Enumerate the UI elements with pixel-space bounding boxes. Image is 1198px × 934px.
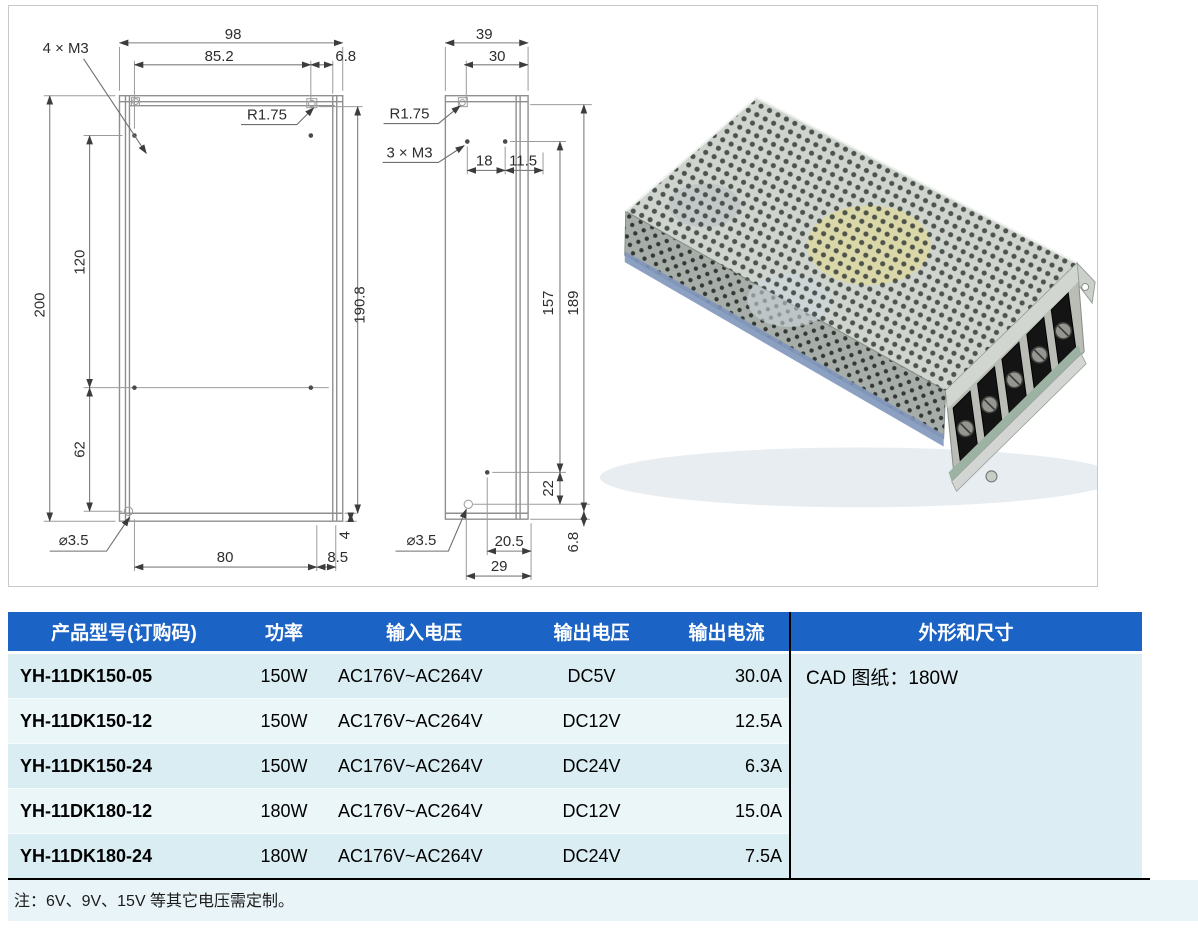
dim-30: 30 (489, 48, 506, 65)
label-r175: R1.75 (390, 106, 430, 123)
mount-hole (308, 133, 314, 138)
cell-model: YH-11DK150-12 (20, 710, 153, 731)
cell-output-current: 15.0A (734, 800, 782, 821)
label-4xm3: 4 × M3 (43, 40, 89, 57)
dia-hole (463, 499, 473, 509)
cell-input: AC176V~AC264V (338, 845, 483, 866)
base-screw (985, 470, 998, 483)
label-3xm3: 3 × M3 (386, 144, 432, 161)
cell-model: YH-11DK180-12 (20, 800, 153, 821)
column-divider-line (789, 612, 791, 878)
cell-output-current: 7.5A (744, 845, 782, 866)
cell-output-voltage: DC12V (562, 710, 621, 731)
cell-output-voltage: DC24V (562, 755, 621, 776)
dim-22: 22 (540, 480, 557, 497)
radius-hole (458, 99, 466, 107)
mounting-ear (1076, 261, 1096, 305)
label-r175: R1.75 (247, 107, 287, 124)
drawing-svg: 98 85.2 6.8 4 × M3 R1.75 200 120 62 190.… (32, 26, 1097, 581)
mount-hole (502, 139, 508, 144)
cell-output-voltage: DC5V (567, 665, 616, 686)
cell-input: AC176V~AC264V (338, 800, 483, 821)
psu-end-flange (945, 263, 1080, 409)
dim-62: 62 (72, 441, 89, 458)
mount-hole (484, 470, 490, 475)
mount-hole (465, 139, 470, 144)
mount-hole (132, 385, 137, 390)
dim-98: 98 (225, 26, 242, 43)
cell-power: 180W (260, 800, 308, 821)
header-model: 产品型号(订购码) (51, 623, 197, 644)
cad-note-text: CAD 图纸：180W (806, 668, 959, 689)
cell-power: 150W (260, 665, 308, 686)
front-view-drawing: 98 85.2 6.8 4 × M3 R1.75 200 120 62 190.… (32, 26, 369, 572)
header-gap (8, 651, 1142, 654)
label-dia-3-5: ⌀3.5 (59, 532, 89, 549)
product-photo (599, 96, 1097, 508)
dim-39: 39 (476, 26, 493, 43)
dim-80: 80 (217, 549, 234, 566)
header-output-current: 输出电流 (688, 623, 765, 644)
cell-output-current: 12.5A (734, 710, 782, 731)
cell-output-current: 6.3A (744, 755, 782, 776)
dim-18: 18 (476, 152, 493, 169)
table-header-row: 产品型号(订购码) 功率 输入电压 输出电压 输出电流 外形和尺寸 (8, 612, 1142, 651)
cell-output-voltage: DC12V (562, 800, 621, 821)
header-power: 功率 (264, 623, 303, 644)
cell-power: 150W (260, 755, 308, 776)
cell-model: YH-11DK150-05 (20, 665, 153, 686)
dim-20-5: 20.5 (495, 533, 524, 550)
side-view-drawing: 39 30 R1.75 3 × M3 18 11.5 157 189 22 6.… (382, 26, 592, 581)
footnote-text: 注：6V、9V、15V 等其它电压需定制。 (14, 893, 295, 910)
dim-11-5: 11.5 (509, 152, 537, 169)
cell-model: YH-11DK180-24 (20, 845, 153, 866)
corner-hole (131, 98, 139, 106)
mount-hole (308, 385, 314, 390)
dim-189: 189 (565, 291, 582, 316)
dim-8-5: 8.5 (327, 549, 348, 566)
dim-190-8: 190.8 (352, 286, 369, 323)
cell-input: AC176V~AC264V (338, 665, 483, 686)
spec-table: 产品型号(订购码) 功率 输入电压 输出电压 输出电流 外形和尺寸 YH-11D… (8, 612, 1150, 880)
dia-hole (123, 506, 134, 516)
dim-4: 4 (337, 531, 354, 539)
table-bottom-line (8, 878, 1150, 880)
pcb-edge (948, 344, 1083, 485)
dim-120: 120 (72, 250, 89, 275)
cell-power: 150W (260, 710, 308, 731)
cell-input: AC176V~AC264V (338, 755, 483, 776)
psu-base-edge (624, 251, 944, 447)
photo-shadow (599, 447, 1097, 508)
drawing-panel: 98 85.2 6.8 4 × M3 R1.75 200 120 62 190.… (8, 5, 1098, 587)
header-input-voltage: 输入电压 (385, 623, 462, 644)
radius-hole (308, 99, 316, 108)
terminal-blocks (952, 291, 1078, 475)
cad-note-cell: CAD 图纸：180W (790, 654, 1142, 878)
dim-85-2: 85.2 (205, 48, 234, 65)
dim-29: 29 (491, 558, 508, 575)
terminal-screws (956, 322, 1072, 438)
label-dia-3-5: ⌀3.5 (407, 532, 437, 549)
header-output-voltage: 输出电压 (553, 623, 630, 644)
dim-200: 200 (32, 293, 49, 318)
cell-output-voltage: DC24V (562, 845, 621, 866)
cell-power: 180W (260, 845, 308, 866)
psu-base-plate (951, 353, 1087, 492)
dim-6-8: 6.8 (565, 532, 582, 553)
dim-6-8: 6.8 (335, 48, 356, 65)
ear-hole (1081, 283, 1090, 292)
header-dimensions: 外形和尺寸 (918, 623, 1014, 644)
dim-157: 157 (540, 291, 557, 316)
corner-tab (130, 97, 140, 107)
notch-tab (457, 97, 468, 108)
footnote: 注：6V、9V、15V 等其它电压需定制。 (8, 880, 1198, 921)
cell-input: AC176V~AC264V (338, 710, 483, 731)
cell-output-current: 30.0A (734, 665, 782, 686)
cell-model: YH-11DK150-24 (20, 755, 153, 776)
